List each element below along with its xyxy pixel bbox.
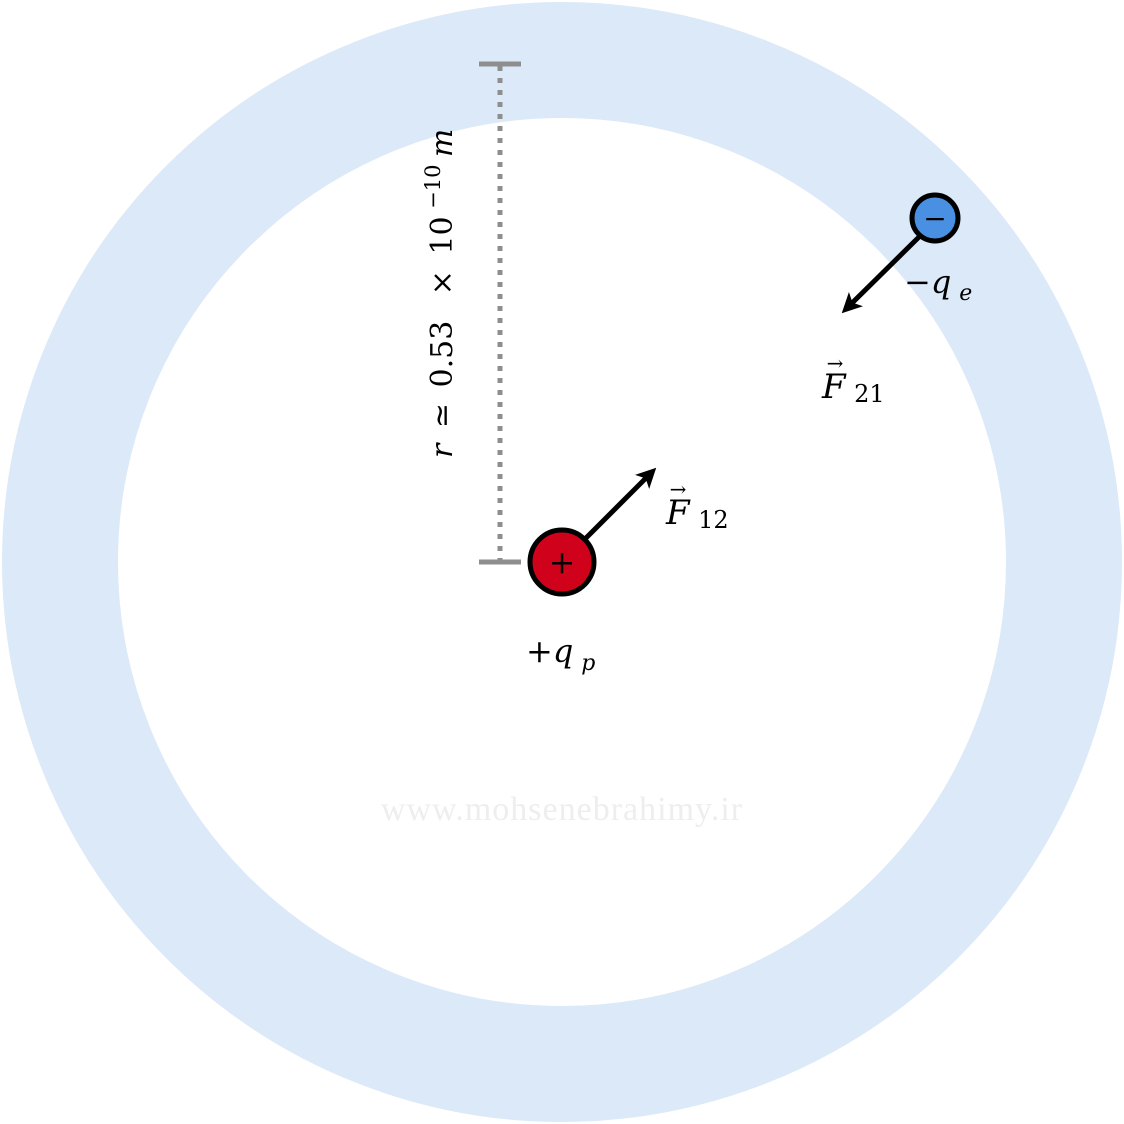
f21-symbol: F	[821, 367, 847, 407]
f12-subscript: 12	[698, 506, 729, 534]
radius-mantissa: 0.53	[425, 321, 460, 388]
proton-charge-label: +q p	[526, 632, 595, 676]
proton: +	[527, 527, 597, 597]
proton-circle	[527, 527, 597, 597]
electron-circle	[909, 192, 961, 244]
electron-sign: −	[923, 202, 946, 235]
proton-charge-main: +q	[526, 632, 573, 670]
electron-charge-subscript: e	[959, 281, 972, 306]
radius-measurement	[479, 61, 521, 565]
watermark-text: www.mohsenebrahimy.ir	[381, 791, 743, 828]
radius-variable: r	[425, 442, 460, 458]
radius-exponent: −10	[421, 165, 445, 209]
force-arrow-on-electron	[841, 234, 922, 314]
radius-label: r ≃ 0.53 × 10 −10 m	[414, 129, 460, 458]
radius-relation: ≃	[425, 403, 460, 428]
f21-text: F 21	[821, 367, 885, 408]
proton-sign: +	[549, 543, 576, 581]
radius-times: ×	[425, 270, 460, 295]
proton-charge-subscript: p	[581, 651, 595, 676]
f21-subscript: 21	[854, 380, 885, 408]
f12-vector-mark: →	[670, 477, 687, 501]
electron-charge-main: −q	[904, 263, 951, 301]
f21-vector-mark: →	[827, 351, 844, 375]
force-label-f12: → F 12	[665, 477, 729, 534]
electron: −	[909, 192, 961, 244]
f12-symbol: F	[665, 493, 691, 533]
radius-base: 10	[425, 216, 460, 254]
electron-charge-label: −q e	[904, 263, 972, 306]
radius-unit: m	[425, 129, 460, 157]
force-arrow-on-proton	[582, 467, 657, 542]
force-label-f21: → F 21	[821, 351, 885, 408]
f12-text: F 12	[665, 493, 729, 534]
